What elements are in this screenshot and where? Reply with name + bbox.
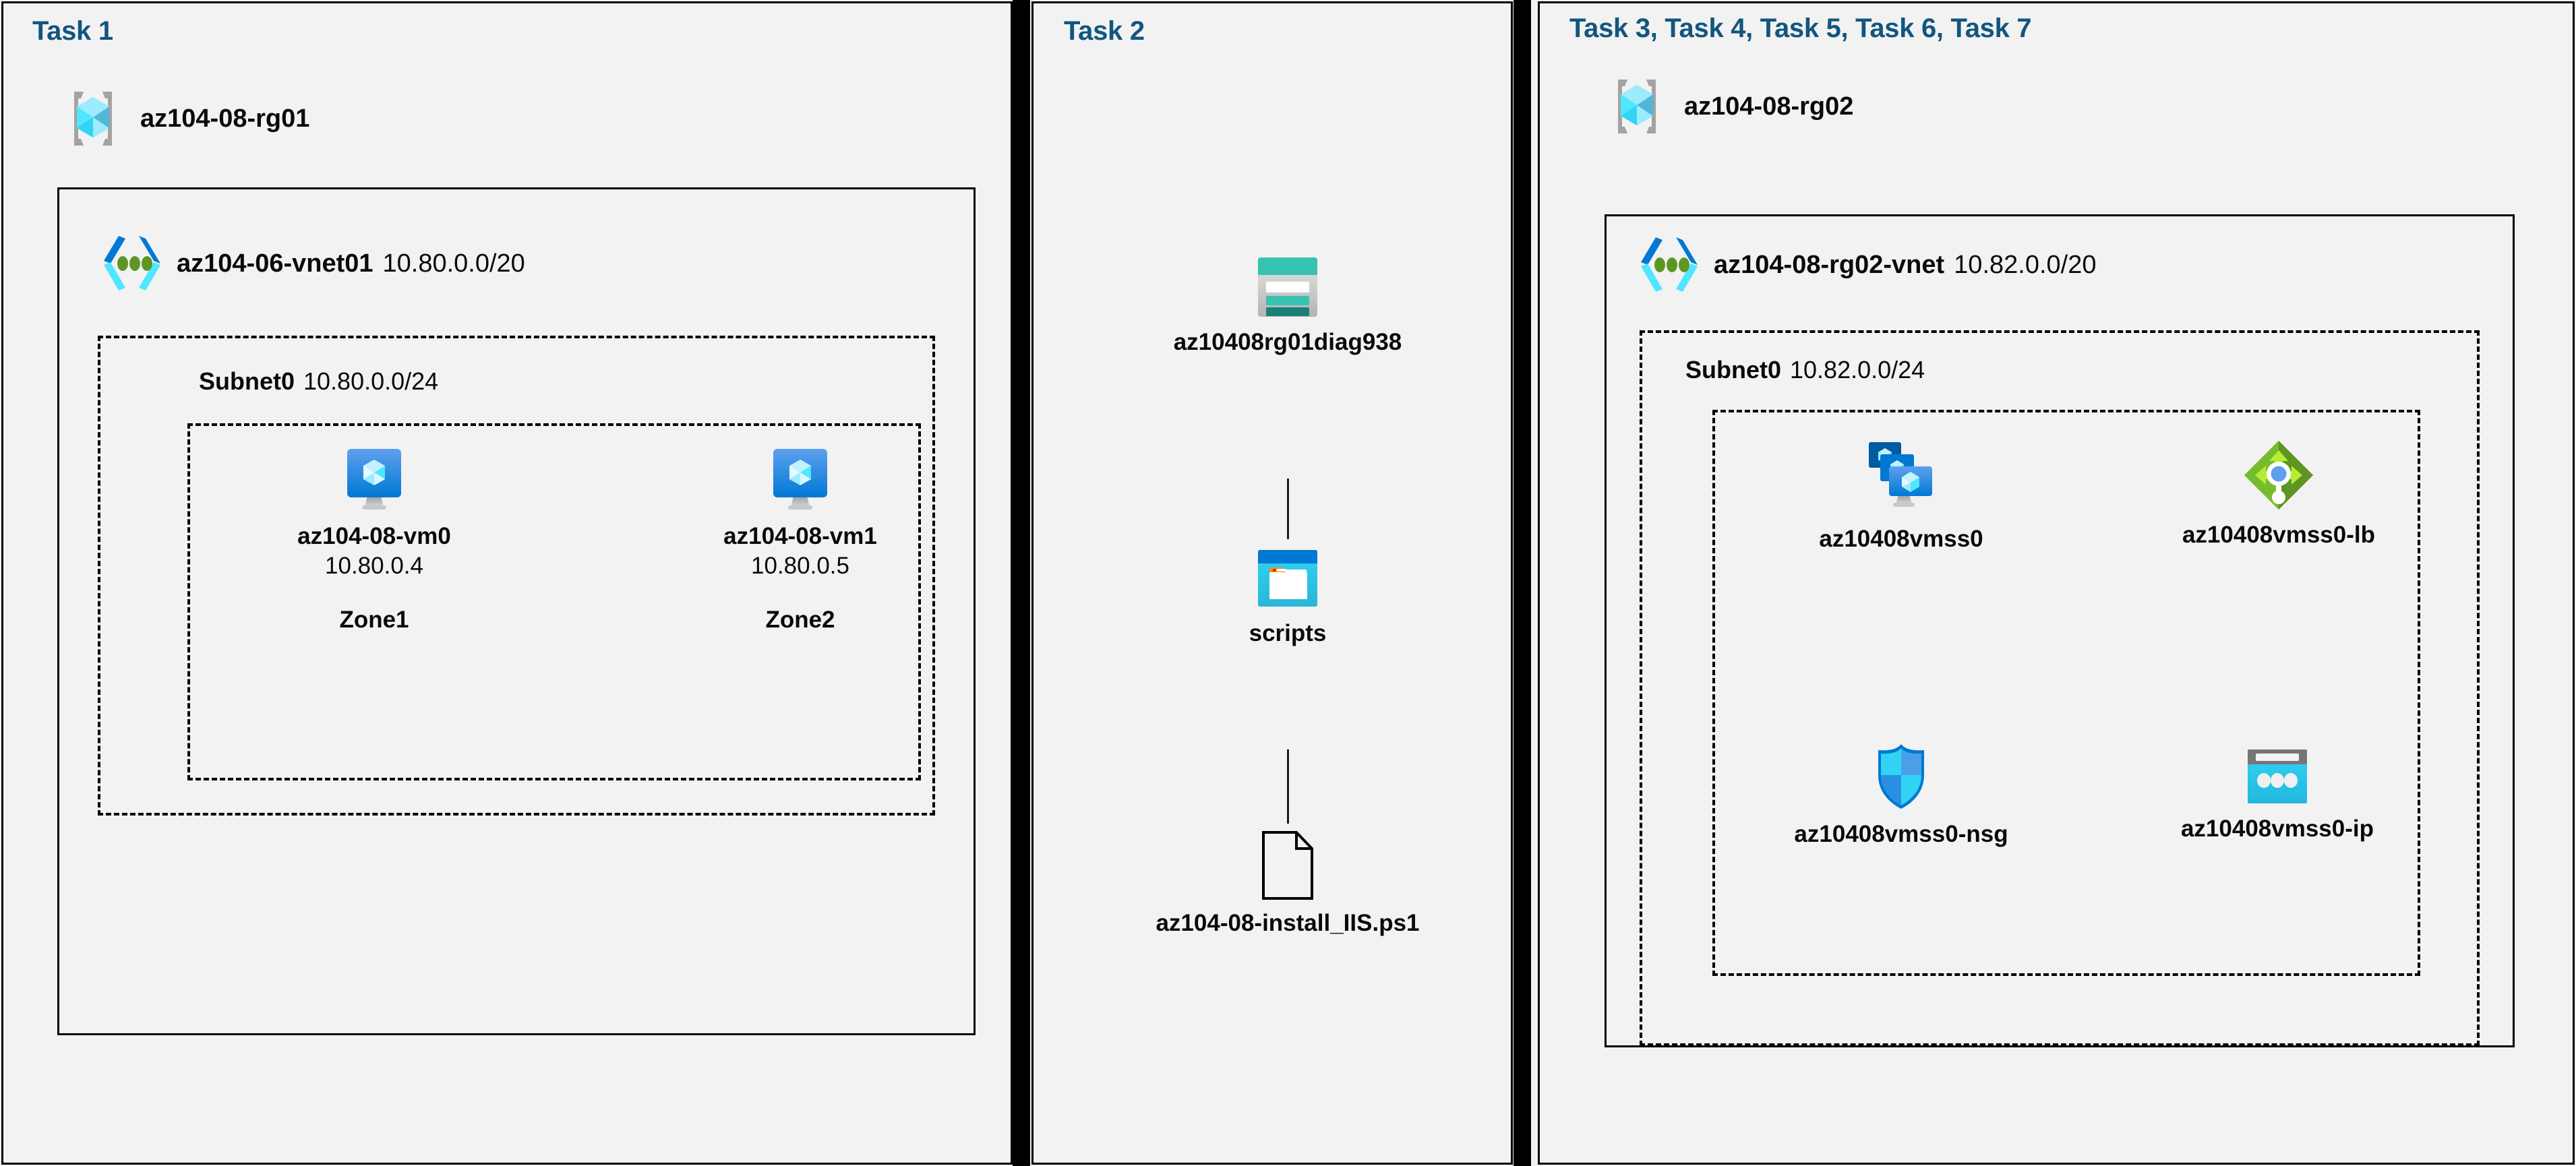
blob-container-icon (1255, 546, 1320, 611)
panel-task-3-to-7 (1538, 1, 2575, 1165)
panel-divider-right (1514, 0, 1531, 1166)
virtual-machine-icon (768, 446, 833, 514)
vnet-name: az104-06-vnet01 (177, 249, 373, 278)
virtual-network-icon (101, 235, 163, 293)
connector-scripts-to-script-file (1287, 749, 1289, 824)
availability-zone-boundary (187, 423, 921, 780)
task-1-title: Task 1 (32, 16, 113, 46)
subnet-label-task1: Subnet0 10.80.0.0/24 (199, 367, 438, 396)
vnet-header-az104-06-vnet01: az104-06-vnet01 10.80.0.0/20 (101, 235, 525, 293)
storage-account-icon (1254, 255, 1321, 319)
resource-group-az104-08-rg02: az104-08-rg02 (1605, 74, 1853, 139)
subnet-label-task3: Subnet0 10.82.0.0/24 (1685, 356, 1925, 384)
vnet-name-and-cidr: az104-08-rg02-vnet 10.82.0.0/20 (1714, 251, 2096, 280)
subnet-boundary-subnet0-task3 (1640, 330, 2480, 1046)
connector-storage-to-scripts (1287, 479, 1289, 539)
node-label: az104-08-install_IIS.ps1 (1156, 910, 1420, 936)
node-label: az104-08-vm0 (297, 523, 451, 549)
resource-group-label: az104-08-rg01 (140, 104, 310, 133)
node-label: az104-08-vm1 (723, 523, 877, 549)
vnet-boundary-az104-06-vnet01 (57, 187, 976, 1035)
resource-group-inner-boundary (1712, 410, 2420, 976)
node-az104-08-vm0[interactable]: az104-08-vm0 10.80.0.4 Zone1 (263, 446, 485, 634)
resource-group-label: az104-08-rg02 (1684, 92, 1854, 121)
node-label: az10408vmss0-nsg (1794, 821, 2008, 847)
task-3-to-7-title: Task 3, Task 4, Task 5, Task 6, Task 7 (1569, 13, 2032, 43)
script-file-icon (1260, 830, 1315, 900)
node-zone-label: Zone2 (765, 607, 835, 633)
node-az104-08-vm1[interactable]: az104-08-vm1 10.80.0.5 Zone2 (689, 446, 911, 634)
subnet-cidr: 10.80.0.0/24 (303, 367, 439, 395)
vnet-name-and-cidr: az104-06-vnet01 10.80.0.0/20 (177, 249, 525, 278)
network-security-group-icon (1871, 741, 1931, 811)
subnet-name: Subnet0 (199, 367, 295, 395)
task-2-title: Task 2 (1064, 16, 1145, 46)
node-label: az10408rg01diag938 (1173, 329, 1402, 355)
subnet-name: Subnet0 (1685, 356, 1782, 383)
panel-divider-left (1013, 0, 1030, 1166)
vnet-header-az104-08-rg02-vnet: az104-08-rg02-vnet 10.82.0.0/20 (1638, 236, 2096, 294)
node-label: az10408vmss0-ip (2180, 816, 2374, 842)
node-label: scripts (1249, 620, 1327, 646)
node-az10408vmss0[interactable]: az10408vmss0 (1760, 437, 2043, 553)
resource-group-icon (1605, 74, 1669, 139)
node-storage-account[interactable]: az10408rg01diag938 (1106, 255, 1470, 356)
node-blob-container-scripts[interactable]: scripts (1106, 546, 1470, 647)
subnet-boundary-subnet0-task1 (98, 336, 935, 816)
node-ip-address: 10.80.0.5 (751, 553, 849, 579)
virtual-network-icon (1638, 236, 1700, 294)
vnet-boundary-az104-08-rg02-vnet (1605, 214, 2515, 1047)
node-zone-label: Zone1 (339, 607, 409, 633)
vnet-cidr: 10.80.0.0/20 (382, 249, 525, 278)
resource-group-icon (61, 86, 125, 151)
vm-scale-set-icon (1857, 437, 1946, 516)
node-label: az10408vmss0-lb (2182, 522, 2376, 548)
resource-group-az104-08-rg01: az104-08-rg01 (61, 86, 309, 151)
vnet-cidr: 10.82.0.0/20 (1954, 250, 2097, 279)
node-label: az10408vmss0 (1819, 526, 1983, 552)
node-ip-address: 10.80.0.4 (325, 553, 423, 579)
virtual-machine-icon (342, 446, 407, 514)
node-az10408vmss0-nsg[interactable]: az10408vmss0-nsg (1746, 741, 2056, 848)
node-az10408vmss0-lb[interactable]: az10408vmss0-lb (2130, 438, 2427, 549)
panel-task-1 (1, 1, 1013, 1165)
vnet-name: az104-08-rg02-vnet (1714, 250, 1945, 279)
load-balancer-icon (2242, 438, 2316, 512)
node-script-file[interactable]: az104-08-install_IIS.ps1 (1058, 830, 1517, 937)
node-az10408vmss0-ip[interactable]: az10408vmss0-ip (2122, 747, 2432, 842)
subnet-cidr: 10.82.0.0/24 (1790, 356, 1925, 383)
public-ip-address-icon (2245, 747, 2310, 806)
